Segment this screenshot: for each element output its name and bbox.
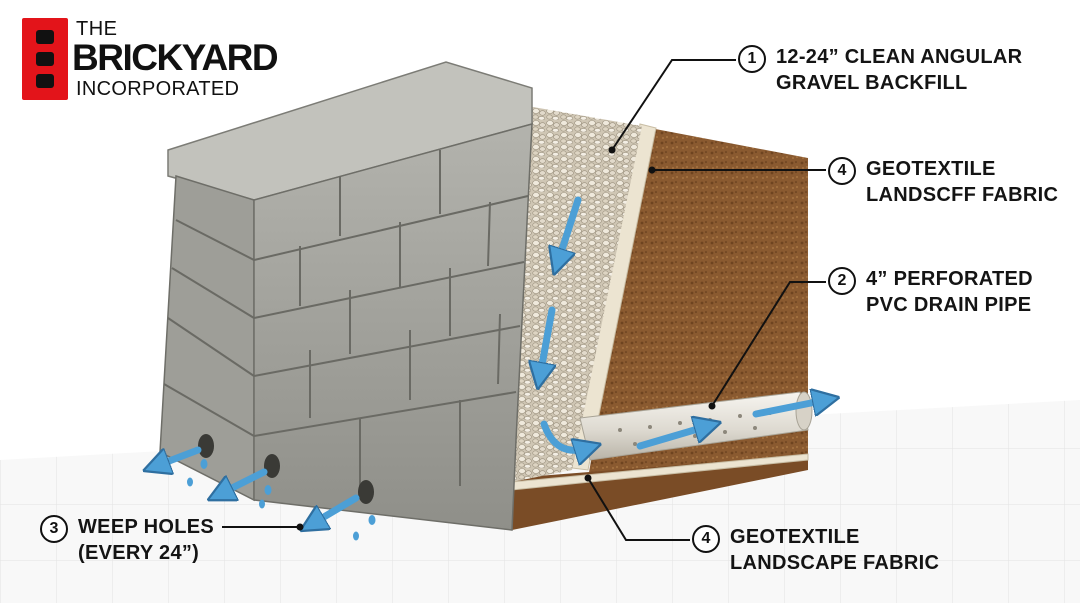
soil-base <box>512 455 808 530</box>
logo-text-brickyard: BRICKYARD <box>72 37 279 78</box>
callout-drain-pipe: 2 4” PERFORATED PVC DRAIN PIPE <box>828 266 1033 318</box>
water-flow-arrows <box>156 196 826 524</box>
callout-label: LANDSCFF FABRIC <box>866 184 1059 206</box>
callout-label: (EVERY 24”) <box>78 542 200 564</box>
wall-front-face <box>253 123 533 531</box>
water-drops <box>187 459 376 541</box>
callout-label: GEOTEXTILE <box>866 158 996 180</box>
callout-number: 1 <box>738 45 766 73</box>
callout-leader-lines <box>222 59 826 541</box>
callout-label: 12-24” CLEAN ANGULAR <box>776 46 1023 68</box>
logo-text-the: THE <box>76 18 118 40</box>
callout-number: 4 <box>692 525 720 553</box>
pipe-end <box>795 391 813 431</box>
logo-text-incorporated: INCORPORATED <box>76 78 240 100</box>
callout-number: 4 <box>828 157 856 185</box>
callout-geotextile-bottom: 4 GEOTEXTILE LANDSCAPE FABRIC <box>692 524 939 576</box>
callout-leader-dots <box>296 146 716 531</box>
callout-label: LANDSCAPE FABRIC <box>730 552 940 574</box>
callout-label: GEOTEXTILE <box>730 526 860 548</box>
callout-label: 4” PERFORATED <box>866 268 1033 290</box>
callout-label: PVC DRAIN PIPE <box>866 294 1032 316</box>
brickyard-logo: THE BRICKYARD INCORPORATED <box>22 14 302 106</box>
callout-number: 3 <box>40 515 68 543</box>
callout-number: 2 <box>828 267 856 295</box>
callout-label: WEEP HOLES <box>78 516 214 538</box>
wall-block-joints <box>163 150 529 494</box>
soil-backfill <box>588 128 808 478</box>
callout-geotextile-top: 4 GEOTEXTILE LANDSCFF FABRIC <box>828 156 1058 208</box>
weep-holes <box>198 434 374 504</box>
callout-weep-holes: 3 WEEP HOLES (EVERY 24”) <box>40 514 214 566</box>
callout-gravel-backfill: 1 12-24” CLEAN ANGULAR GRAVEL BACKFILL <box>738 44 1022 96</box>
brick-logo-icon <box>22 18 68 100</box>
callout-label: GRAVEL BACKFILL <box>776 72 968 94</box>
